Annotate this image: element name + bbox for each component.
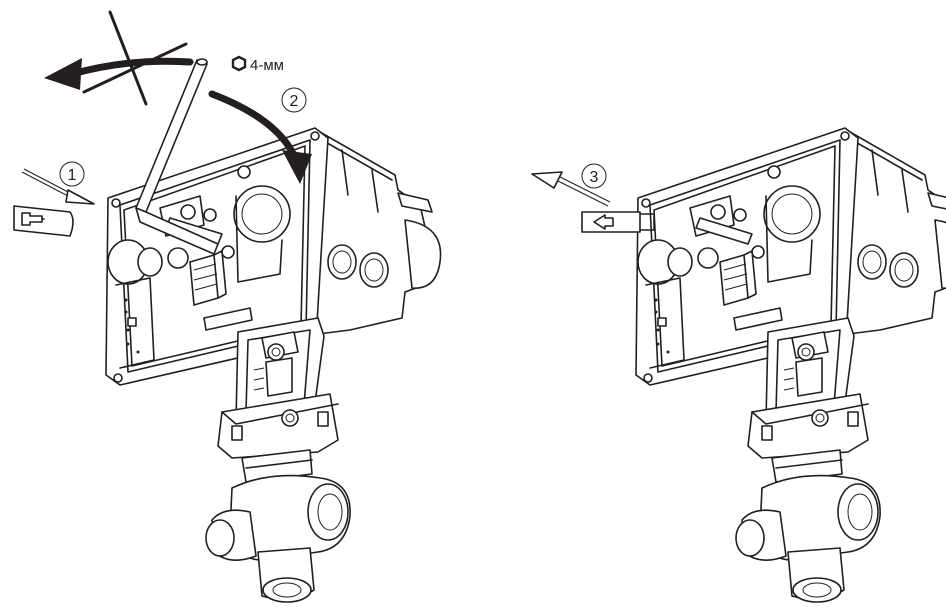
hex-key bbox=[135, 58, 219, 255]
step-marker-3: 3 bbox=[581, 163, 607, 189]
probe-tool-left bbox=[21, 168, 95, 205]
tool-size-label: 4-мм bbox=[250, 57, 284, 74]
step-number-2: 2 bbox=[290, 93, 299, 110]
wrong-direction-arrow bbox=[44, 10, 194, 106]
step-number-1: 1 bbox=[68, 167, 77, 184]
probe-tool-right bbox=[531, 171, 611, 207]
step-marker-1: 1 bbox=[59, 161, 85, 187]
step-number-3: 3 bbox=[590, 169, 599, 186]
step-marker-2: 2 bbox=[281, 87, 307, 113]
hex-key-icon bbox=[231, 55, 247, 72]
correct-direction-arrow bbox=[208, 90, 312, 184]
push-tab-left bbox=[13, 205, 74, 237]
tool-size-callout: 4-мм bbox=[231, 55, 284, 74]
right-assembly-view bbox=[635, 127, 946, 603]
push-tab-right bbox=[581, 211, 655, 233]
left-assembly-view bbox=[105, 127, 442, 603]
